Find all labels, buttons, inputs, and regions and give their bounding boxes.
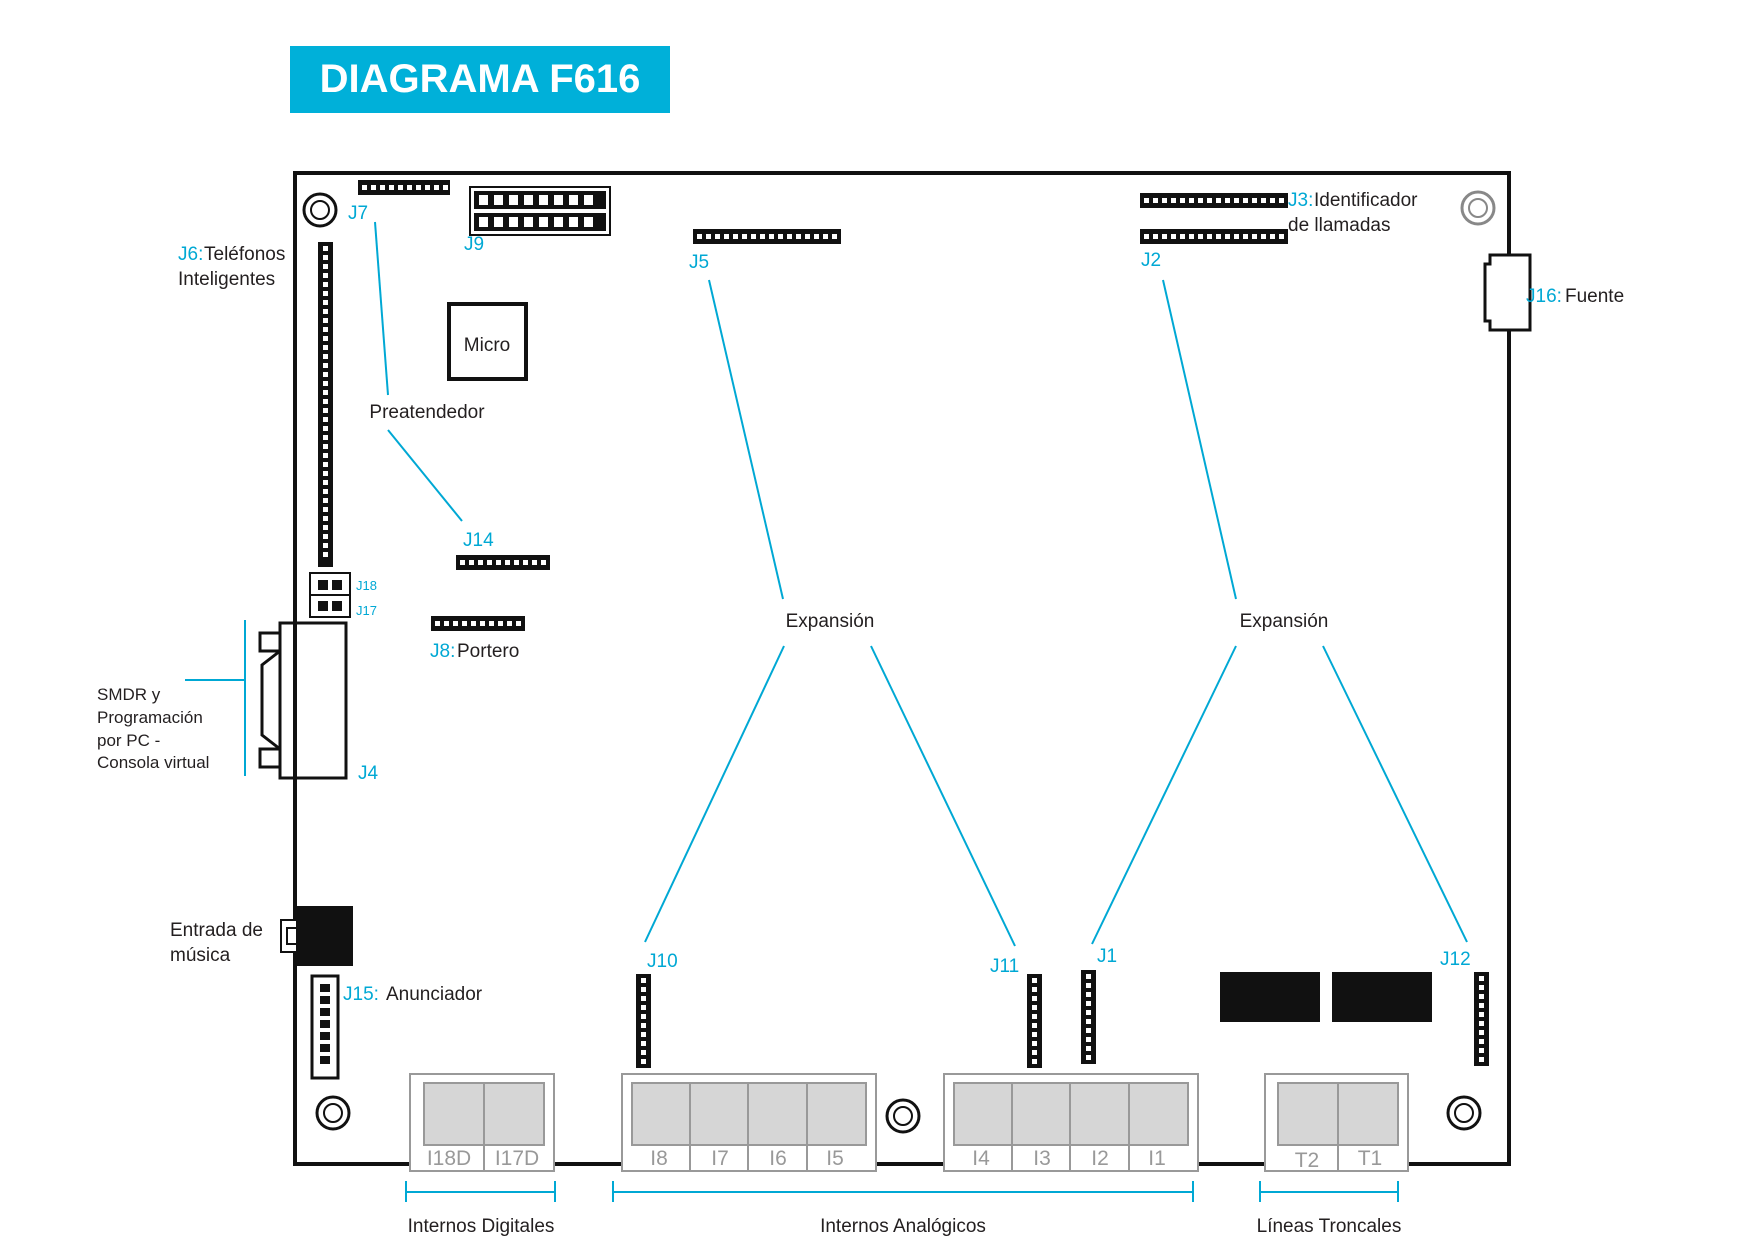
mounting-hole	[1446, 1095, 1482, 1131]
header-connectors	[358, 180, 1288, 631]
j10-header	[636, 974, 651, 1068]
terminal-label: I8	[650, 1147, 668, 1170]
mounting-hole	[885, 1098, 921, 1134]
j6-label-line2: Inteligentes	[178, 269, 275, 290]
j12-label: J12	[1440, 949, 1471, 970]
smdr-label-line3: por PC -	[97, 731, 160, 750]
terminal-block-analog-b	[943, 1073, 1199, 1172]
j11-header	[1027, 974, 1042, 1068]
j15-header	[310, 974, 340, 1080]
terminal-label: I1	[1148, 1147, 1166, 1170]
smdr-label-line1: SMDR y	[97, 685, 161, 704]
j10-label: J10	[647, 951, 678, 972]
terminal-label: I3	[1033, 1147, 1051, 1170]
board-outline	[293, 171, 1511, 1166]
j2-header	[1140, 229, 1288, 244]
j1-header	[1081, 970, 1096, 1064]
j16-code: J16:	[1526, 286, 1562, 307]
j3-header	[1140, 193, 1288, 208]
j8-label: Portero	[457, 641, 519, 662]
terminal-label: I7	[711, 1147, 729, 1170]
j1-label: J1	[1097, 946, 1117, 967]
smdr-label-line4: Consola virtual	[97, 753, 209, 772]
music-label-line2: música	[170, 945, 231, 966]
j4-db-connector	[258, 621, 348, 780]
j8-code: J8:	[430, 641, 455, 662]
j17-label: J17	[356, 603, 377, 618]
terminal-label: I17D	[495, 1147, 539, 1170]
j15-label: Anunciador	[386, 984, 483, 1005]
terminal-label: I6	[769, 1147, 787, 1170]
group-label-trunk: Líneas Troncales	[1257, 1216, 1402, 1237]
terminal-label: I2	[1091, 1147, 1109, 1170]
j18-j17-jumpers	[309, 572, 351, 618]
terminal-block-digital	[409, 1073, 555, 1172]
smdr-label-line2: Programación	[97, 708, 203, 727]
mounting-hole	[1460, 190, 1496, 226]
j3-label-line1: Identificador	[1314, 190, 1418, 211]
j18-label: J18	[356, 578, 377, 593]
micro-label: Micro	[464, 335, 510, 356]
j6-label-line1: Teléfonos	[204, 244, 285, 265]
j7-label: J7	[348, 203, 368, 224]
terminal-label: T2	[1295, 1149, 1320, 1172]
music-label-line1: Entrada de	[170, 920, 263, 941]
j4-label: J4	[358, 763, 379, 784]
group-label-analog: Internos Analógicos	[820, 1216, 986, 1237]
vertical-connectors	[318, 242, 1489, 1068]
terminal-label: I18D	[427, 1147, 471, 1170]
music-jack	[280, 906, 353, 966]
mounting-hole	[302, 192, 338, 228]
j11-label: J11	[990, 956, 1019, 977]
leader-lines	[185, 221, 1468, 1202]
j7-header	[358, 180, 450, 195]
mounting-hole	[315, 1095, 351, 1131]
title-banner: DIAGRAMA F616	[290, 46, 670, 113]
j16-label: Fuente	[1565, 286, 1624, 307]
j16-power-connector	[1483, 253, 1532, 332]
relay-left	[1220, 972, 1320, 1022]
terminal-block-trunk	[1264, 1073, 1409, 1172]
expansion-label-left: Expansión	[786, 611, 875, 632]
j12-header	[1474, 972, 1489, 1066]
terminal-label: I4	[972, 1147, 990, 1170]
terminal-label: I5	[826, 1147, 844, 1170]
j6-code: J6:	[178, 244, 203, 265]
j14-header	[456, 555, 550, 570]
j9-label: J9	[464, 234, 484, 255]
j6-header	[318, 242, 333, 567]
terminal-label: T1	[1358, 1147, 1383, 1170]
page-title: DIAGRAMA F616	[319, 57, 641, 101]
preatendedor-label: Preatendedor	[369, 402, 485, 423]
j5-label: J5	[689, 252, 709, 273]
j14-label: J14	[463, 530, 494, 551]
terminal-block-analog-a	[621, 1073, 877, 1172]
j3-label-line2: de llamadas	[1288, 215, 1390, 236]
expansion-label-right: Expansión	[1240, 611, 1329, 632]
j9-header	[469, 186, 611, 236]
j15-code: J15:	[343, 984, 379, 1005]
j5-header	[693, 229, 841, 244]
micro-chip	[447, 302, 528, 381]
relay-right	[1332, 972, 1432, 1022]
j3-code: J3:	[1288, 190, 1313, 211]
j8-header	[431, 616, 525, 631]
group-label-digital: Internos Digitales	[408, 1216, 555, 1237]
j2-label: J2	[1141, 250, 1161, 271]
